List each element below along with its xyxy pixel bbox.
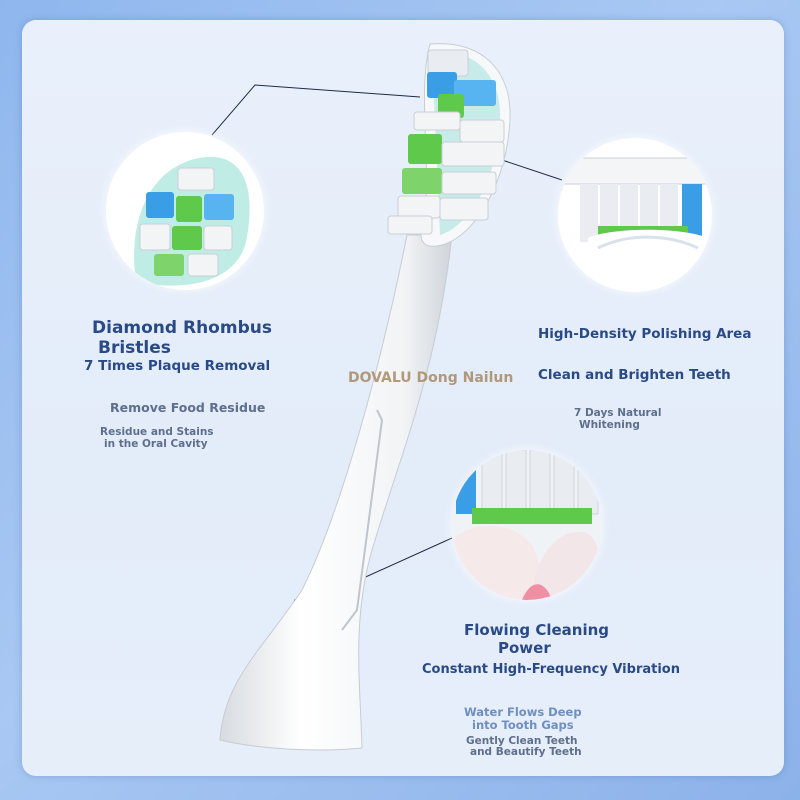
bottom-feature-detail2-line1: Gently Clean Teeth (466, 735, 578, 747)
toothbrush-head-image (219, 43, 511, 751)
right-feature-subtitle: Clean and Brighten Teeth (538, 367, 731, 383)
right-feature-detail-line2: Whitening (579, 419, 640, 431)
bottom-feature-detail1-line2: into Tooth Gaps (472, 718, 574, 732)
left-feature-point1: Remove Food Residue (110, 400, 266, 415)
bottom-feature-subtitle: Constant High-Frequency Vibration (422, 662, 680, 677)
gum-cleaning-circle (452, 450, 602, 600)
bottom-feature-title-line1: Flowing Cleaning (464, 621, 610, 639)
left-feature-point2-line1: Residue and Stains (100, 426, 214, 438)
bristle-tufts (387, 49, 505, 235)
polishing-area-circle (558, 138, 712, 292)
left-feature-subtitle: 7 Times Plaque Removal (84, 358, 271, 374)
right-feature-title: High-Density Polishing Area (538, 326, 752, 342)
bristle-closeup-circle (106, 132, 264, 290)
left-feature-title-line2: Bristles (98, 338, 171, 358)
right-feature-detail-line1: 7 Days Natural (574, 407, 662, 419)
left-feature-point2-line2: in the Oral Cavity (104, 438, 208, 450)
left-callout-line (211, 84, 421, 136)
brand-watermark: DOVALU Dong Nailun (348, 370, 514, 386)
left-feature-title-line1: Diamond Rhombus (92, 318, 272, 338)
bottom-feature-title-line2: Power (498, 639, 551, 657)
bottom-feature-detail1-line1: Water Flows Deep (464, 705, 582, 719)
bottom-feature-detail2-line2: and Beautify Teeth (470, 746, 582, 758)
product-card: DOVALU Dong Nailun Diamond Rhombus Brist… (22, 20, 784, 776)
